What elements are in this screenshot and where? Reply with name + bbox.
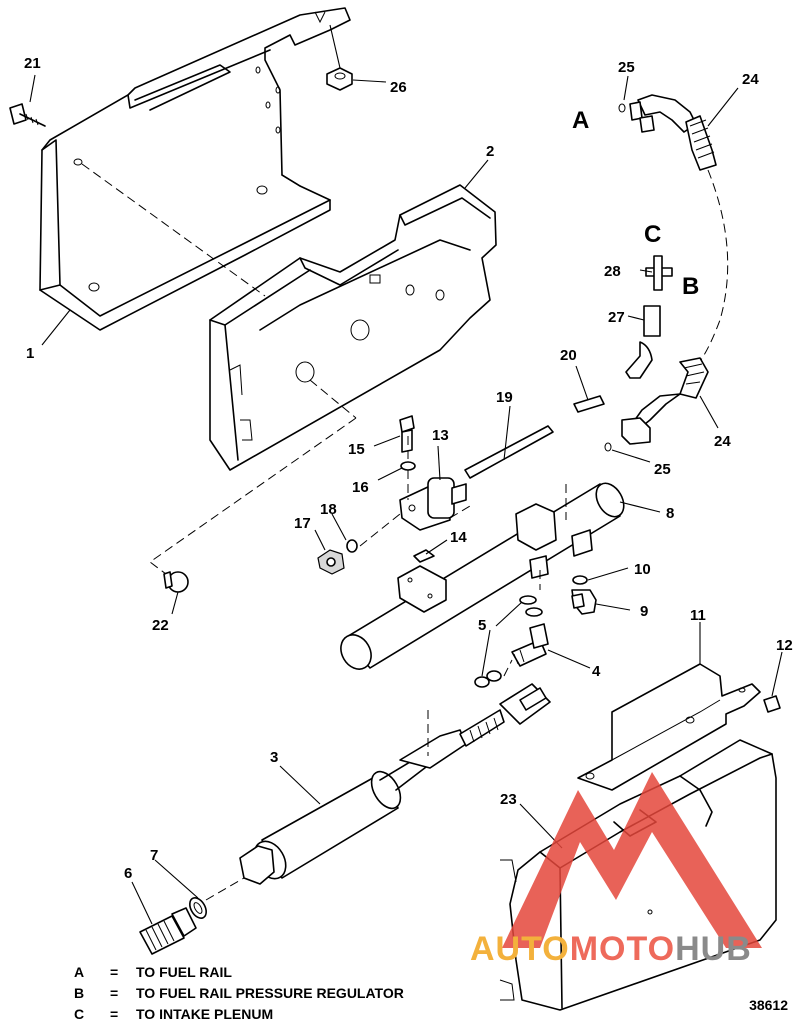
legend: A = TO FUEL RAIL B = TO FUEL RAIL PRESSU… <box>74 962 404 1025</box>
callout-3: 3 <box>270 749 278 766</box>
callout-4: 4 <box>592 663 601 680</box>
legend-key: B <box>74 985 85 1001</box>
plug-part-22 <box>163 571 189 593</box>
callout-1: 1 <box>26 345 34 362</box>
screw-part-15 <box>399 415 415 453</box>
legend-row-a: A = TO FUEL RAIL <box>74 962 404 983</box>
callout-15: 15 <box>348 441 365 458</box>
callout-16: 16 <box>352 479 369 496</box>
washer-part-16 <box>400 461 416 471</box>
nut-part-17 <box>317 549 345 575</box>
watermark-hub: HUB <box>675 930 752 968</box>
callout-23: 23 <box>500 791 517 808</box>
figure-number: 38612 <box>749 997 788 1013</box>
callout-numbers: 1 2 3 4 5 6 7 8 9 10 11 12 13 14 15 16 1… <box>24 55 793 882</box>
legend-text: TO FUEL RAIL PRESSURE REGULATOR <box>136 985 404 1001</box>
screw-part-21 <box>9 103 46 127</box>
oring-part-25-top <box>618 103 626 113</box>
oring-part-25-bottom <box>604 442 612 452</box>
pump-part-3 <box>239 683 551 885</box>
callout-8: 8 <box>666 505 674 522</box>
callout-24-top: 24 <box>742 71 759 88</box>
callout-5: 5 <box>478 617 486 634</box>
callout-25-bottom: 25 <box>654 461 671 478</box>
callout-28: 28 <box>604 263 621 280</box>
letter-a: A <box>572 107 589 134</box>
nut-part-26 <box>326 67 353 91</box>
fitting-part-9 <box>571 589 597 615</box>
callout-9: 9 <box>640 603 648 620</box>
legend-text: TO FUEL RAIL <box>136 964 232 980</box>
hose-part-27 <box>625 305 661 379</box>
hose-path <box>691 169 729 371</box>
callout-24-bottom: 24 <box>714 433 731 450</box>
watermark-text: AUTOMOTOHUB <box>470 930 752 969</box>
callout-26: 26 <box>390 79 407 96</box>
callout-25-top: 25 <box>618 59 635 76</box>
callout-17: 17 <box>294 515 311 532</box>
leader-lines <box>29 24 783 925</box>
fitting-part-6 <box>139 907 197 955</box>
callout-27: 27 <box>608 309 625 326</box>
legend-equals: = <box>110 1006 119 1022</box>
legend-equals: = <box>110 964 119 980</box>
callout-13: 13 <box>432 427 449 444</box>
callout-6: 6 <box>124 865 132 882</box>
tank-part-23 <box>499 739 777 1011</box>
watermark-auto: AUTO <box>470 930 570 968</box>
legend-key: C <box>74 1006 85 1022</box>
connector-part-20 <box>573 395 605 413</box>
hose-part-24-top <box>629 94 717 171</box>
housing-part-2 <box>209 184 497 471</box>
callout-2: 2 <box>486 143 494 160</box>
legend-key: A <box>74 964 85 980</box>
callout-18: 18 <box>320 501 337 518</box>
clip-part-14 <box>413 549 435 563</box>
legend-text: TO INTAKE PLENUM <box>136 1006 274 1022</box>
elbow-part-4 <box>511 623 549 667</box>
callout-19: 19 <box>496 389 513 406</box>
callout-14: 14 <box>450 529 467 546</box>
oring-part-18 <box>346 539 358 553</box>
watermark-triangle-logo <box>502 772 762 948</box>
shield-part-11 <box>577 663 761 791</box>
rod-part-19 <box>464 425 554 479</box>
callout-21: 21 <box>24 55 41 72</box>
oring-part-10 <box>572 575 588 585</box>
legend-row-c: C = TO INTAKE PLENUM <box>74 1004 404 1025</box>
callout-20: 20 <box>560 347 577 364</box>
legend-row-b: B = TO FUEL RAIL PRESSURE REGULATOR <box>74 983 404 1004</box>
bracket-part-1 <box>39 7 351 331</box>
cooler-part-8 <box>340 482 625 670</box>
callout-22: 22 <box>152 617 169 634</box>
letter-b: B <box>682 273 699 300</box>
watermark-moto: MOTO <box>569 930 676 968</box>
regulator-part-13 <box>399 477 467 531</box>
hose-part-24-bottom <box>621 357 709 445</box>
orings-part-5 <box>474 595 543 688</box>
screw-part-12 <box>763 695 781 713</box>
seal-part-7 <box>189 897 207 919</box>
callout-12: 12 <box>776 637 793 654</box>
tee-part-28 <box>645 255 673 291</box>
callout-7: 7 <box>150 847 158 864</box>
callout-10: 10 <box>634 561 651 578</box>
assembly-lines <box>81 163 567 901</box>
legend-equals: = <box>110 985 119 1001</box>
connection-letters: A B C <box>572 107 699 300</box>
callout-11: 11 <box>690 607 706 624</box>
letter-c: C <box>644 221 661 248</box>
